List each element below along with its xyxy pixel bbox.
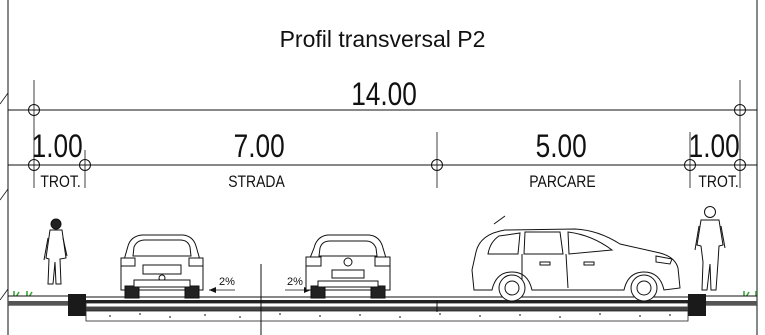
- segment-trot-right-value: 1.00: [688, 128, 740, 164]
- frame-left-diag-1: [0, 92, 9, 105]
- segment-strada-label: STRADA: [228, 172, 285, 191]
- slope-right-label: 2%: [287, 276, 303, 288]
- segment-trot-left-value: 1.00: [31, 128, 83, 164]
- car-rear-2-icon: [305, 234, 391, 299]
- sidewalk-right-hatch: [690, 301, 757, 305]
- pavement-base: [85, 302, 689, 308]
- segment-trot-left-label: TROT.: [40, 172, 81, 191]
- curb-left: [68, 294, 86, 316]
- segment-trot-right-label: TROT.: [698, 172, 739, 191]
- tick-circle: [79, 159, 91, 171]
- tick-circle: [684, 159, 696, 171]
- pavement-top: [86, 300, 688, 303]
- frame-left-diag-2: [0, 188, 9, 201]
- segment-parcare-value: 5.00: [535, 128, 587, 164]
- tick-circle: [431, 159, 443, 171]
- slope-left-label: 2%: [219, 276, 235, 288]
- pavement-sub: [86, 307, 688, 311]
- sidewalk-left-hatch: [8, 301, 76, 305]
- slope-arrowhead-left: [209, 287, 216, 293]
- pedestrian-left-icon: [43, 218, 68, 285]
- car-side-icon: [471, 215, 681, 302]
- frame-left-diag-3: [0, 288, 9, 301]
- section-title: Profil transversal P2: [279, 26, 486, 52]
- car-rear-1-icon: [120, 234, 204, 299]
- pedestrian-right-icon: [694, 206, 726, 291]
- tick-circle: [734, 104, 746, 116]
- tick-circle: [734, 159, 746, 171]
- total-width-label: 14.00: [351, 76, 417, 112]
- subbase-layer: [85, 310, 689, 322]
- tick-circle: [28, 159, 40, 171]
- curb-right: [688, 294, 706, 316]
- segment-strada-value: 7.00: [233, 128, 285, 164]
- segment-parcare-label: PARCARE: [529, 172, 596, 191]
